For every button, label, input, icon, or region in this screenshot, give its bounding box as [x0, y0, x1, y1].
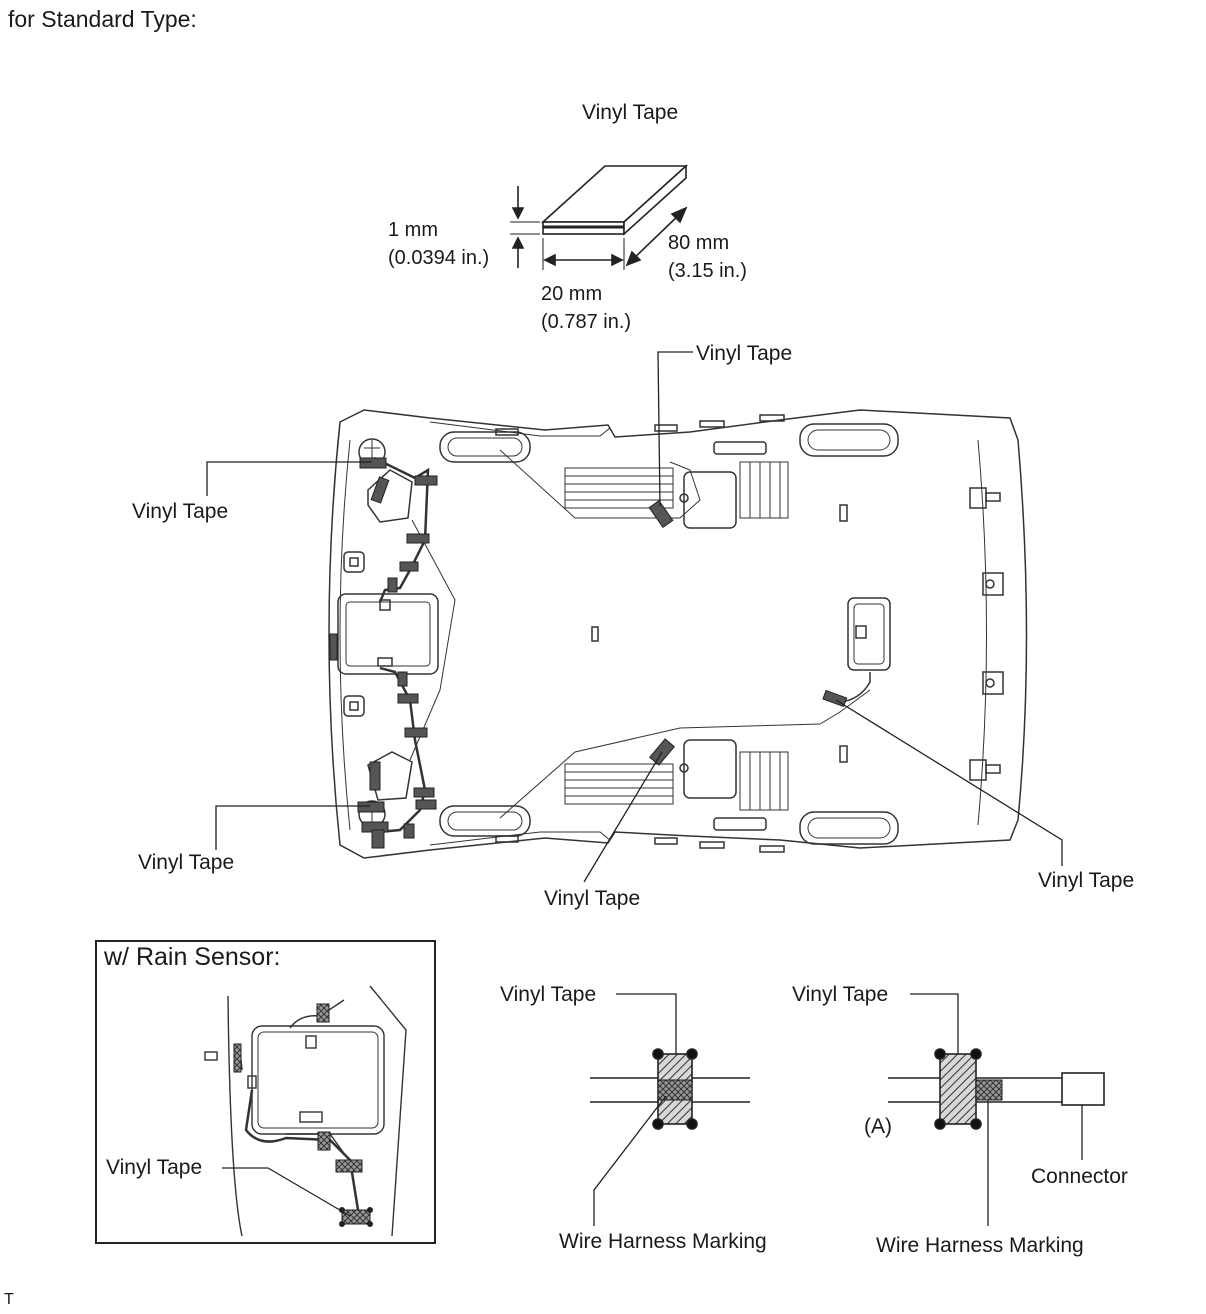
footer-mark: T	[4, 1291, 14, 1308]
tape-spec-title: Vinyl Tape	[582, 101, 679, 124]
connector-label: Connector	[1031, 1165, 1128, 1188]
detail-b-marking-label: Wire Harness Marking	[876, 1234, 1084, 1257]
tape-length-label: 80 mm (3.15 in.)	[668, 232, 747, 282]
detail-b-ref-label: (A)	[864, 1115, 892, 1138]
detail-a-tape-label: Vinyl Tape	[500, 983, 597, 1006]
rain-sensor-title: w/ Rain Sensor:	[104, 943, 281, 971]
page-title: for Standard Type:	[8, 6, 197, 32]
rain-sensor-inset	[95, 940, 436, 1244]
callout-bottom-center: Vinyl Tape	[544, 887, 641, 910]
tape-block-drawing	[510, 164, 689, 270]
callout-left-lower: Vinyl Tape	[138, 851, 235, 874]
rain-sensor-tapes	[222, 1003, 373, 1227]
detail-b-tape-label: Vinyl Tape	[792, 983, 889, 1006]
callout-left-upper: Vinyl Tape	[132, 500, 229, 523]
detail-a-marking-label: Wire Harness Marking	[559, 1230, 767, 1253]
tape-width-label: 20 mm (0.787 in.)	[541, 283, 632, 333]
detail-a-drawing	[590, 993, 750, 1226]
detail-b-drawing	[888, 993, 1105, 1226]
callout-top-center: Vinyl Tape	[696, 342, 793, 365]
wire-harness	[373, 456, 430, 834]
tape-thickness-label: 1 mm (0.0394 in.)	[388, 219, 490, 269]
callout-right: Vinyl Tape	[1038, 869, 1135, 892]
tape-pieces	[329, 457, 848, 849]
callout-leaders	[206, 351, 1063, 883]
rain-sensor-tape-label: Vinyl Tape	[106, 1156, 203, 1179]
